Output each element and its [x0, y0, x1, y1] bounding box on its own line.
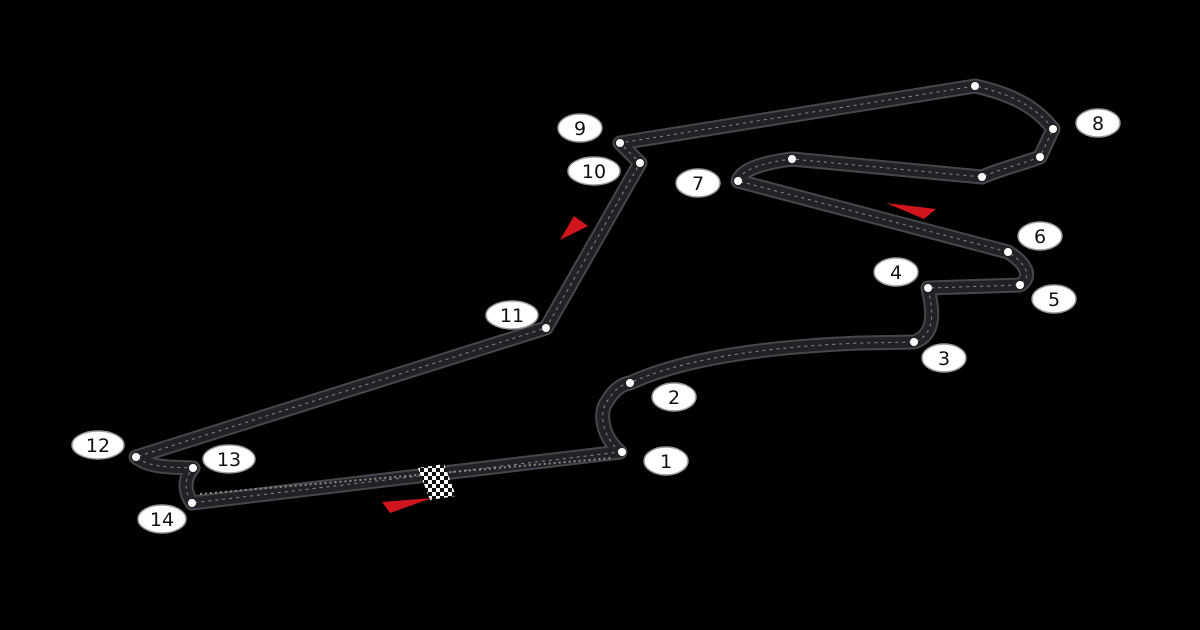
direction-arrow-start [382, 498, 432, 513]
corner-4-marker: 4 [873, 257, 919, 287]
track [128, 78, 1061, 511]
track-surface [130, 80, 1059, 509]
corner-14-bubble [137, 504, 187, 534]
corner-2-marker: 2 [651, 382, 697, 412]
corner-13-apex-dot [189, 464, 197, 472]
corner-5-label: 5 [1048, 289, 1060, 311]
corner-5-marker: 5 [1031, 284, 1077, 314]
corner-1-marker: 1 [643, 446, 689, 476]
apex-dot [971, 82, 979, 90]
corner-10-marker: 10 [567, 156, 621, 186]
corner-8-bubble [1075, 108, 1121, 138]
corner-7-bubble [675, 168, 721, 198]
direction-arrows [382, 203, 936, 513]
corner-14-apex-dot [188, 499, 196, 507]
apex-dot [1036, 153, 1044, 161]
track-edge [128, 78, 1061, 511]
corner-7-marker: 7 [675, 168, 721, 198]
corner-10-label: 10 [582, 161, 606, 183]
corner-13-label: 13 [217, 449, 241, 471]
corner-7-label: 7 [692, 173, 704, 195]
corner-8-label: 8 [1092, 113, 1104, 135]
corner-12-bubble [71, 430, 125, 460]
corner-1-label: 1 [660, 451, 672, 473]
corner-10-bubble [567, 156, 621, 186]
corner-8-marker: 8 [1075, 108, 1121, 138]
checkered-flag-line [418, 464, 456, 500]
corner-6-apex-dot [1004, 248, 1012, 256]
corner-4-label: 4 [890, 262, 902, 284]
corner-5-bubble [1031, 284, 1077, 314]
track-center-line [134, 85, 1054, 504]
corner-2-apex-dot [626, 379, 634, 387]
direction-arrow-sector-3 [560, 216, 588, 240]
corner-3-bubble [921, 343, 967, 373]
corner-14-marker: 14 [137, 504, 187, 534]
corner-1-apex-dot [618, 448, 626, 456]
corner-8-apex-dot [1049, 125, 1057, 133]
corner-14-label: 14 [150, 509, 174, 531]
direction-arrow-sector-2 [886, 203, 936, 219]
corner-3-label: 3 [938, 348, 950, 370]
corner-9-label: 9 [574, 118, 586, 140]
corner-11-marker: 11 [485, 300, 539, 330]
corner-7-apex-dot [734, 177, 742, 185]
corner-9-bubble [557, 113, 603, 143]
corner-2-label: 2 [668, 387, 680, 409]
corner-9-apex-dot [616, 139, 624, 147]
apex-dot [978, 173, 986, 181]
corner-11-bubble [485, 300, 539, 330]
corner-11-label: 11 [500, 305, 524, 327]
corner-apex-dots [132, 82, 1057, 507]
corner-13-marker: 13 [202, 444, 256, 474]
corner-12-marker: 12 [71, 430, 125, 460]
pit-lane [199, 457, 613, 495]
apex-dot [788, 155, 796, 163]
corner-5-apex-dot [1016, 281, 1024, 289]
corner-6-label: 6 [1034, 226, 1046, 248]
corner-4-apex-dot [924, 284, 932, 292]
corner-6-bubble [1017, 221, 1063, 251]
corner-13-bubble [202, 444, 256, 474]
corner-12-label: 12 [86, 435, 110, 457]
corner-10-apex-dot [636, 159, 644, 167]
corner-2-bubble [651, 382, 697, 412]
corner-9-marker: 9 [557, 113, 603, 143]
corner-4-bubble [873, 257, 919, 287]
corner-3-apex-dot [910, 338, 918, 346]
corner-6-marker: 6 [1017, 221, 1063, 251]
corner-11-apex-dot [542, 324, 550, 332]
corner-3-marker: 3 [921, 343, 967, 373]
corner-12-apex-dot [132, 453, 140, 461]
corner-1-bubble [643, 446, 689, 476]
